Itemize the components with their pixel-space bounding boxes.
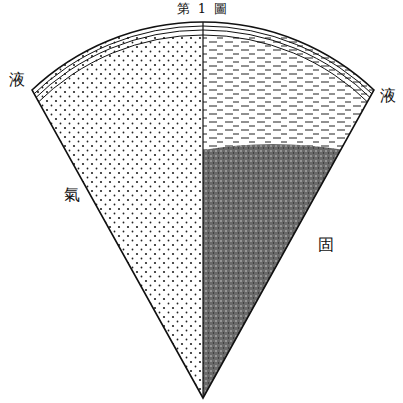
divider-line bbox=[202, 0, 203, 403]
region-label: 氣 bbox=[63, 186, 81, 204]
region-label: 固 bbox=[317, 236, 335, 254]
solid-core bbox=[203, 144, 403, 403]
crust-band bbox=[0, 30, 403, 403]
figure-title: 第 1 圖 bbox=[176, 2, 231, 16]
crust-band bbox=[0, 35, 403, 403]
region-label: 液 bbox=[8, 71, 26, 89]
sector-outline bbox=[32, 22, 374, 398]
crust-band bbox=[0, 26, 403, 403]
region-label: 液 bbox=[379, 87, 397, 105]
